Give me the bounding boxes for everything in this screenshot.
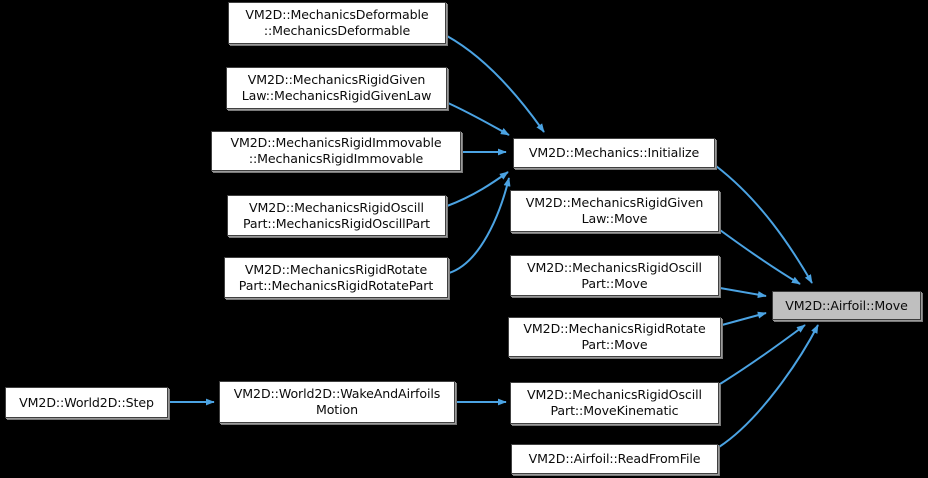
node-mechanics-rigid-immovable-ctor[interactable]: VM2D::MechanicsRigidImmovable ::Mechanic… bbox=[211, 131, 461, 171]
edge-rotatepart-ctor-to-initialize bbox=[448, 177, 511, 274]
edge-deformable-to-initialize bbox=[446, 35, 545, 133]
edge-givenlaw-move-to-airfoil-move bbox=[719, 229, 801, 285]
node-label: VM2D::MechanicsRigidGiven Law::Move bbox=[525, 195, 704, 226]
edge-oscillpart-ctor-to-initialize bbox=[446, 171, 509, 207]
edge-read-from-file-to-airfoil-move bbox=[718, 324, 819, 448]
node-label: VM2D::MechanicsRigidOscill Part::Move bbox=[527, 259, 702, 291]
node-mechanics-initialize[interactable]: VM2D::Mechanics::Initialize bbox=[513, 138, 715, 168]
node-mechanics-rigid-given-law-ctor[interactable]: VM2D::MechanicsRigidGiven Law::Mechanics… bbox=[226, 67, 447, 109]
node-airfoil-read-from-file[interactable]: VM2D::Airfoil::ReadFromFile bbox=[511, 444, 718, 474]
node-label: VM2D::Airfoil::ReadFromFile bbox=[528, 451, 701, 467]
node-mechanics-rigid-given-law-move[interactable]: VM2D::MechanicsRigidGiven Law::Move bbox=[510, 190, 719, 232]
node-label: VM2D::MechanicsRigidRotate Part::Mechani… bbox=[238, 261, 434, 293]
node-mechanics-rigid-rotate-part-move[interactable]: VM2D::MechanicsRigidRotate Part::Move bbox=[508, 317, 721, 357]
node-label: VM2D::MechanicsRigidOscill Part::Mechani… bbox=[242, 199, 431, 231]
node-mechanics-rigid-oscill-part-ctor[interactable]: VM2D::MechanicsRigidOscill Part::Mechani… bbox=[227, 195, 446, 236]
node-label: VM2D::Airfoil::Move bbox=[785, 297, 908, 313]
edge-rotate-move-to-airfoil-move bbox=[721, 311, 767, 326]
node-label: VM2D::MechanicsRigidOscill Part::MoveKin… bbox=[527, 387, 702, 418]
node-mechanics-rigid-rotate-part-ctor[interactable]: VM2D::MechanicsRigidRotate Part::Mechani… bbox=[224, 257, 448, 298]
edge-oscill-move-to-airfoil-move bbox=[719, 287, 767, 299]
node-world2d-wake-and-airfoils-motion[interactable]: VM2D::World2D::WakeAndAirfoils Motion bbox=[219, 381, 455, 423]
node-mechanics-deformable-ctor[interactable]: VM2D::MechanicsDeformable ::MechanicsDef… bbox=[228, 2, 446, 44]
node-label: VM2D::MechanicsRigidRotate Part::Move bbox=[523, 321, 706, 352]
node-mechanics-rigid-oscill-part-move-kinematic[interactable]: VM2D::MechanicsRigidOscill Part::MoveKin… bbox=[510, 382, 719, 424]
node-label: VM2D::Mechanics::Initialize bbox=[528, 145, 700, 161]
node-label: VM2D::MechanicsDeformable ::MechanicsDef… bbox=[245, 7, 429, 38]
node-label: VM2D::World2D::Step bbox=[19, 394, 154, 410]
node-world2d-step[interactable]: VM2D::World2D::Step bbox=[5, 387, 168, 418]
edge-move-kinematic-to-airfoil-move bbox=[719, 324, 806, 385]
node-airfoil-move[interactable]: VM2D::Airfoil::Move bbox=[772, 291, 921, 320]
node-label: VM2D::World2D::WakeAndAirfoils Motion bbox=[233, 386, 441, 417]
edge-initialize-to-airfoil-move bbox=[715, 165, 813, 284]
node-label: VM2D::MechanicsRigidGiven Law::Mechanics… bbox=[241, 72, 432, 103]
node-mechanics-rigid-oscill-part-move[interactable]: VM2D::MechanicsRigidOscill Part::Move bbox=[510, 255, 719, 296]
node-label: VM2D::MechanicsRigidImmovable ::Mechanic… bbox=[230, 135, 442, 166]
